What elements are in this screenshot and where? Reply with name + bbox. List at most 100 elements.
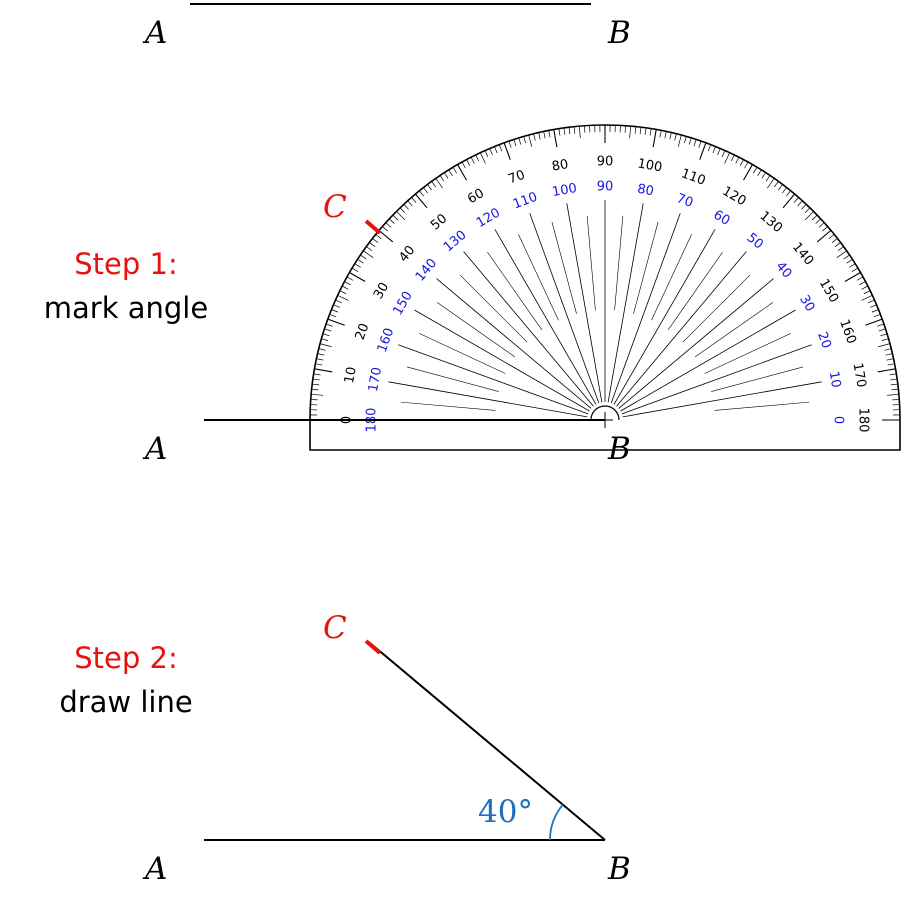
protractor-ray-minor xyxy=(714,401,810,411)
protractor-tick xyxy=(881,338,889,341)
protractor-ray-minor xyxy=(487,251,543,331)
protractor-tick xyxy=(354,263,361,268)
protractor-ray-minor xyxy=(419,333,506,374)
protractor-tick xyxy=(457,164,467,181)
protractor-tick xyxy=(785,190,791,197)
protractor-tick xyxy=(335,299,343,304)
protractor-ray xyxy=(618,278,774,409)
point-a-label-step1: A xyxy=(142,431,167,467)
protractor-ray-minor xyxy=(436,302,516,358)
protractor-tick xyxy=(849,263,856,268)
protractor-tick xyxy=(856,276,864,281)
protractor-tick xyxy=(411,197,417,203)
protractor-tick xyxy=(859,281,866,286)
protractor-tick xyxy=(341,285,349,290)
protractor-tick xyxy=(452,166,457,174)
protractor-tick xyxy=(724,152,730,164)
protractor-tick xyxy=(652,129,657,148)
protractor-tick xyxy=(363,250,374,258)
protractor-tick xyxy=(444,172,449,179)
protractor-tick xyxy=(778,184,783,191)
protractor-tick xyxy=(311,393,324,396)
protractor-tick xyxy=(717,148,721,156)
protractor-ray-minor xyxy=(459,274,528,343)
protractor-tick xyxy=(548,130,551,138)
inner-scale-label: 80 xyxy=(636,182,655,200)
protractor-tick xyxy=(804,211,814,221)
protractor-tick xyxy=(346,276,354,281)
protractor-tick xyxy=(699,142,707,160)
protractor-ray-minor xyxy=(551,221,577,314)
protractor-tick xyxy=(659,130,662,138)
outer-scale-label: 80 xyxy=(551,157,570,175)
step2-title: Step 2: xyxy=(74,641,177,675)
point-b-label-top: B xyxy=(607,15,631,51)
protractor-tick xyxy=(837,246,844,252)
protractor-ray-minor xyxy=(667,251,723,331)
protractor-tick xyxy=(804,207,811,214)
protractor-tick xyxy=(834,242,841,247)
protractor-tick xyxy=(782,187,787,194)
protractor-ray xyxy=(610,213,681,404)
protractor-ray xyxy=(620,309,796,412)
protractor-tick xyxy=(739,159,744,166)
protractor-tick xyxy=(480,152,486,164)
protractor-tick xyxy=(357,259,364,264)
protractor-tick xyxy=(793,197,799,203)
protractor-tick xyxy=(887,363,895,366)
outer-scale-label: 20 xyxy=(353,321,373,342)
protractor-tick xyxy=(523,136,526,144)
protractor-tick xyxy=(419,190,425,197)
protractor-tick xyxy=(684,136,687,144)
protractor-radial-lines xyxy=(388,200,822,418)
protractor-tick xyxy=(389,218,395,224)
protractor-tick xyxy=(513,139,517,147)
protractor-ray xyxy=(607,203,644,403)
protractor-tick xyxy=(316,358,324,361)
protractor-tick xyxy=(869,304,877,308)
protractor-tick xyxy=(639,127,642,135)
protractor-tick xyxy=(753,166,758,174)
protractor-tick xyxy=(319,343,332,348)
protractor-tick xyxy=(349,272,366,282)
inner-scale-label: 100 xyxy=(551,181,578,200)
protractor-tick xyxy=(461,161,466,169)
protractor-tick xyxy=(312,378,320,381)
protractor-tick xyxy=(329,313,337,318)
protractor-tick xyxy=(315,363,323,366)
outer-scale-label: 60 xyxy=(465,186,487,207)
protractor-ray xyxy=(621,344,812,415)
point-a-label-step2: A xyxy=(142,851,167,887)
protractor-tick xyxy=(314,368,333,373)
protractor-tick xyxy=(836,250,847,258)
protractor-tick xyxy=(674,133,677,141)
protractor-tick xyxy=(423,187,428,194)
protractor-tick xyxy=(698,140,702,148)
protractor-tick xyxy=(878,343,891,348)
protractor-tick xyxy=(475,154,480,162)
protractor-tick xyxy=(634,126,637,134)
protractor-tick xyxy=(321,338,329,341)
outer-scale-label: 100 xyxy=(636,156,663,175)
point-c-label-step2: C xyxy=(323,610,347,646)
inner-scale-label: 170 xyxy=(366,366,385,393)
point-c-mark-step2 xyxy=(364,639,382,655)
protractor-tick xyxy=(721,150,726,158)
protractor-tick xyxy=(877,368,896,373)
protractor-ray-minor xyxy=(614,215,624,311)
protractor-tick xyxy=(801,204,807,210)
protractor-tick xyxy=(484,150,489,158)
protractor-ray-minor xyxy=(704,333,791,374)
inner-scale-label: 0 xyxy=(831,416,846,424)
protractor-tick xyxy=(761,172,766,179)
protractor-tick xyxy=(448,169,453,176)
protractor-tick xyxy=(693,139,697,147)
protractor-tick xyxy=(439,175,445,182)
protractor-tick xyxy=(649,128,652,136)
protractor-ray xyxy=(436,278,592,409)
protractor-tick xyxy=(435,178,443,189)
protractor-tick xyxy=(831,238,838,243)
